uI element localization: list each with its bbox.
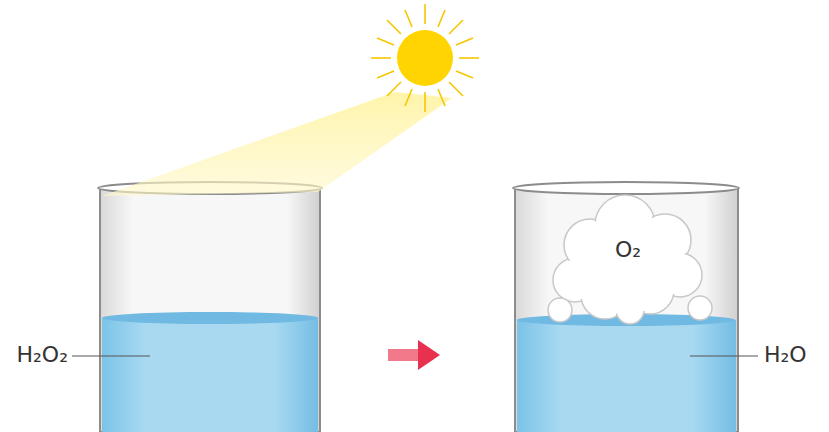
oxygen-cloud <box>548 195 712 324</box>
leader-line <box>72 355 150 356</box>
light-beam <box>102 92 452 196</box>
sun <box>371 4 479 112</box>
beaker-left <box>98 182 322 432</box>
gas-label: O₂ <box>615 237 641 263</box>
beaker-right <box>513 182 739 432</box>
reaction-arrow <box>388 340 440 370</box>
chemical-label: H₂O <box>764 342 807 368</box>
chemical-label: H₂O₂ <box>17 342 69 368</box>
leader-line <box>690 355 758 356</box>
